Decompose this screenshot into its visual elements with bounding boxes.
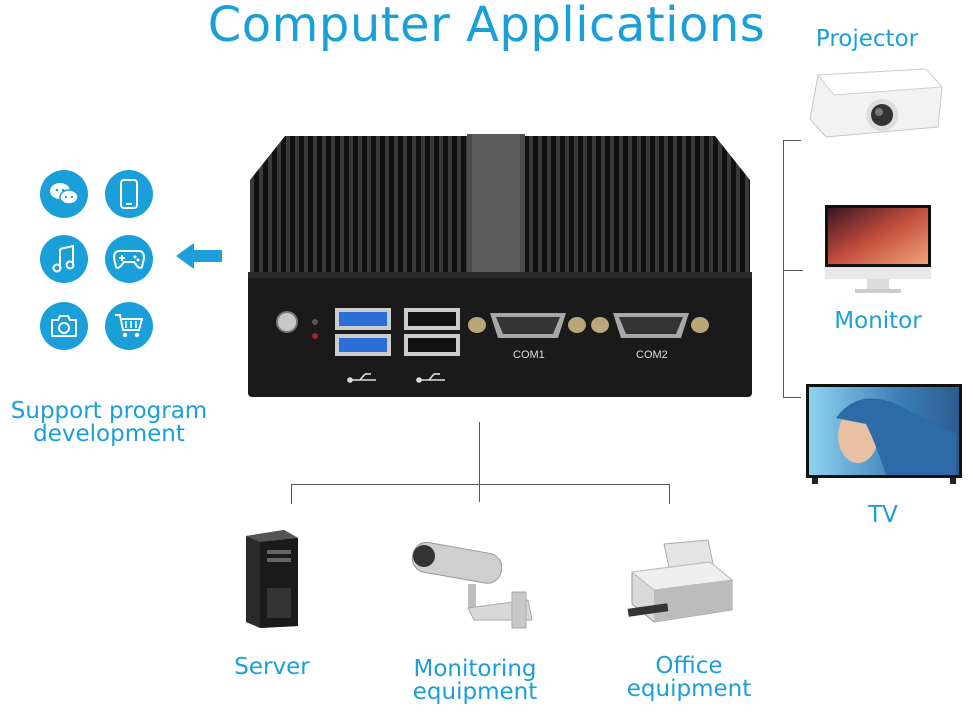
mini-pc-device: COM1 COM2 (240, 130, 760, 404)
monitoring-equipment-label: Monitoring equipment (402, 658, 548, 704)
office-equipment-label: Office equipment (616, 655, 762, 701)
gamepad-icon (105, 235, 153, 283)
bottom-bracket-left (291, 484, 292, 504)
support-program-label: Support program development (0, 400, 218, 446)
bottom-bracket-stem (479, 422, 480, 502)
bottom-bracket-right (669, 484, 670, 504)
monitor-image (825, 205, 933, 299)
office-line1: Office (655, 653, 723, 679)
right-bracket-vertical (783, 140, 784, 398)
right-bracket-middle (783, 270, 803, 271)
com2-label: COM2 (636, 349, 668, 361)
projector-image (806, 65, 944, 145)
page-title: Computer Applications (207, 0, 766, 53)
bottom-bracket-horizontal (291, 484, 670, 485)
arrow-left-icon (176, 243, 222, 273)
com1-label: COM1 (513, 349, 545, 361)
tv-image (806, 384, 964, 490)
server-image (240, 528, 302, 634)
printer-image (624, 538, 740, 630)
tv-label: TV (868, 502, 898, 528)
monitor-label: Monitor (834, 308, 922, 334)
monitoring-line2: equipment (412, 679, 538, 705)
support-program-line1: Support program (10, 398, 208, 424)
cart-icon (105, 302, 153, 350)
server-label: Server (234, 654, 310, 680)
monitoring-line1: Monitoring (413, 656, 537, 682)
music-icon (40, 235, 88, 283)
office-line2: equipment (626, 676, 752, 702)
camera-icon (40, 302, 88, 350)
chat-icon (40, 170, 88, 218)
security-camera-image (408, 540, 536, 636)
projector-label: Projector (815, 26, 919, 52)
support-program-line2: development (33, 421, 185, 447)
right-bracket-top (783, 140, 801, 141)
right-bracket-bottom (783, 397, 801, 398)
phone-icon (105, 170, 153, 218)
